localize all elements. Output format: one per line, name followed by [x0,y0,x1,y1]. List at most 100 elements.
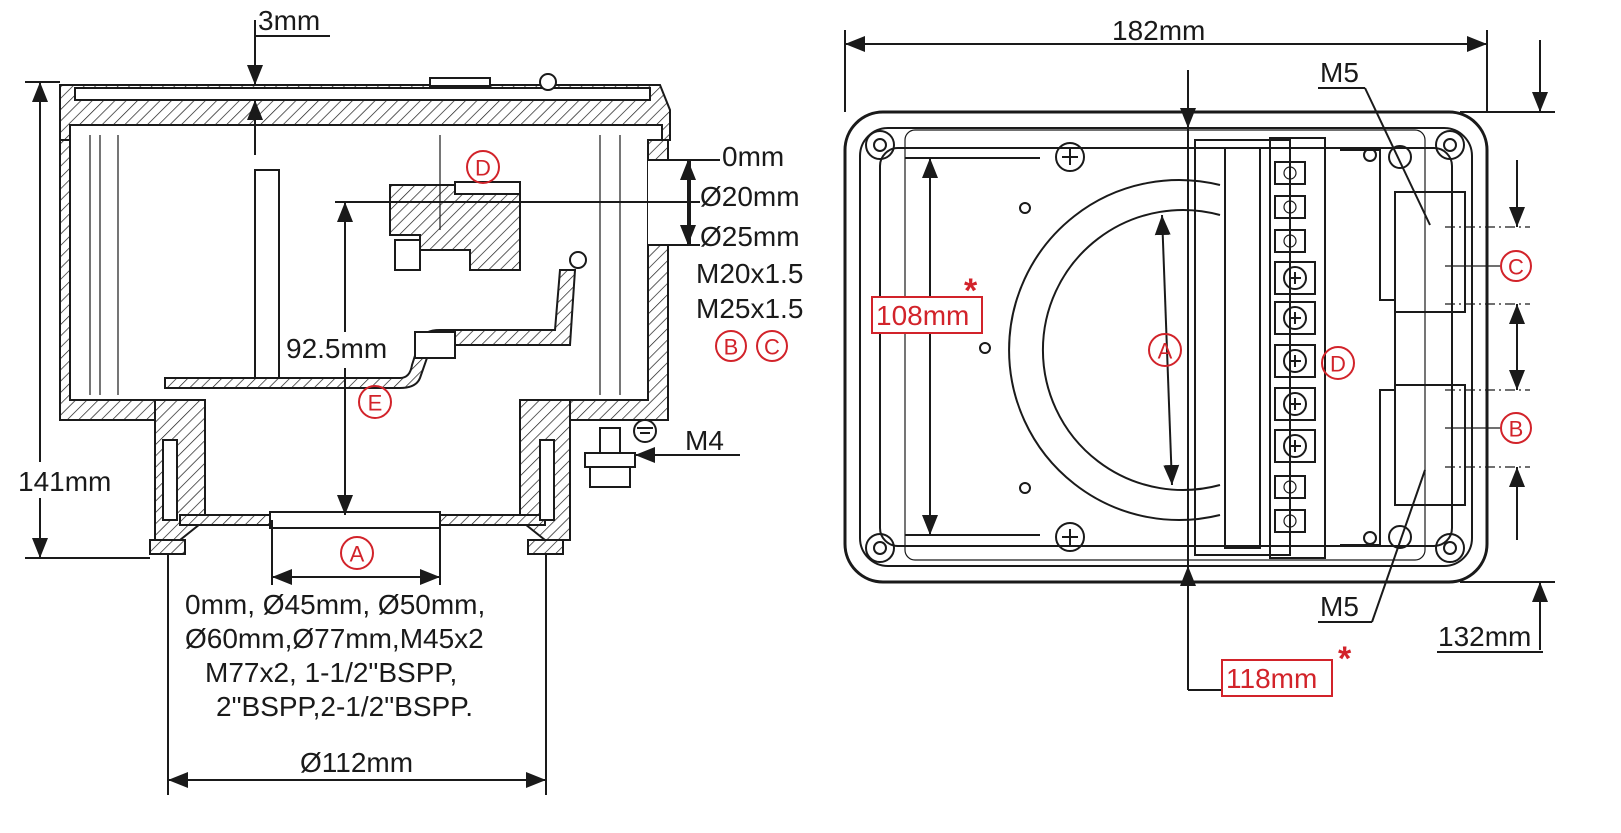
dim-141-bg [14,462,134,498]
corner-screw-tl-icon [865,130,895,160]
side-entry-b-slot [1394,384,1466,506]
plate-hole-3 [1019,482,1031,494]
mounting-plate [164,269,577,389]
side-entry-line-2: Ø20mm [700,181,800,212]
side-entry-line-1: 0mm [722,141,784,172]
terminal-4-icon [1274,387,1316,421]
side-view: 3mm 141mm 92.5mm 0mm Ø20mm Ø25mm M20x1.5… [14,5,803,795]
corner-screw-bl-icon [865,533,895,563]
lid-top-cap [74,87,651,101]
inner-depth-label: 92.5mm [286,333,387,364]
side-entry-c-slot [1394,191,1466,313]
ground-screw-head [589,466,631,488]
inner-offset-star: * [1338,640,1352,678]
bottom-entry-hole [269,511,441,529]
side-entry-line-3: Ø25mm [700,221,800,252]
din-rail-channel [1224,147,1261,549]
callout-a-side: A [340,536,374,570]
ground-screw-label: M4 [685,425,724,456]
svg-text:A: A [1158,339,1173,364]
svg-text:A: A [350,542,365,567]
svg-text:C: C [1508,255,1524,280]
terminal-foot [394,239,421,271]
inner-height-star: * [964,272,978,310]
callout-b-top: B [1500,412,1532,444]
ground-screw-washer [584,452,636,468]
ground-symbol-icon [633,419,657,443]
inner-offset-label: 118mm [1226,663,1317,694]
height-label: 141mm [18,466,111,497]
callout-d-top: D [1321,346,1355,380]
enclosure-cavity [904,129,1426,561]
bottom-entry-line-3: M77x2, 1-1/2"BSPP, [205,657,457,688]
width-label: 182mm [1112,15,1205,46]
callout-c-top: C [1500,250,1532,282]
ground-screw-shank [599,427,621,454]
inner-height-box [871,296,983,334]
terminal-3-icon [1274,344,1316,378]
callout-b-side: B [715,330,747,362]
bottom-entry-line-4: 2"BSPP,2-1/2"BSPP. [216,691,473,722]
bolt-left [162,439,178,521]
terminal-small-1-icon [1274,161,1306,185]
wall-thickness-label: 3mm [258,5,320,36]
nut-right [527,539,564,555]
mount-screw-bottom-label: M5 [1320,591,1359,622]
plate-screw-bottom-icon [1055,522,1085,552]
m5-top-leader [1364,87,1431,226]
svg-text:D: D [1330,352,1346,377]
plate-hole-1 [1019,202,1031,214]
terminal-2-icon [1274,301,1316,335]
terminal-small-5-icon [1274,509,1306,533]
inner-offset-box [1221,659,1333,697]
enclosure-flange [859,127,1473,567]
body-right-wall [519,139,669,421]
terminal-1-icon [1274,261,1316,295]
lid-latch [429,77,491,87]
svg-text:B: B [1509,417,1524,442]
corner-screw-tr-icon [1435,130,1465,160]
svg-text:C: C [764,335,780,360]
lid-pin [539,73,557,91]
plate-bracket [414,331,456,359]
callout-a-top: A [1148,333,1182,367]
terminal-small-3-icon [1274,229,1306,253]
enclosure-inner-wall [879,147,1453,547]
terminal-small-4-icon [1274,475,1306,499]
plate-screw [569,251,587,269]
inner-height-label: 108mm [876,300,969,331]
depth-label: 132mm [1438,621,1531,652]
svg-text:D: D [475,156,491,181]
entry-ring-outer [1008,179,1221,521]
terminal-small-2-icon [1274,195,1306,219]
callout-c-side: C [756,330,788,362]
dim-92-bg [282,332,402,368]
mount-hole-bottom-icon [1363,525,1412,549]
m5-bottom-leader [1371,469,1426,623]
mount-hole-top-icon [1363,145,1412,169]
body-left-wall [59,139,161,421]
rail-clip [454,181,521,195]
corner-screw-br-icon [1435,533,1465,563]
right-partition [1340,149,1396,546]
base-diameter-label: Ø112mm [300,747,413,778]
terminal-rail [389,184,521,271]
mount-screw-top-label: M5 [1320,57,1359,88]
bottom-entry-line-1: 0mm, Ø45mm, Ø50mm, [185,589,485,620]
svg-text:B: B [724,335,739,360]
inner-post [254,169,280,386]
dim-entry-a [1154,214,1180,486]
nut-left [149,539,186,555]
svg-text:E: E [368,391,383,416]
enclosure-outline [843,110,1489,584]
side-entry-line-4: M20x1.5 [696,258,803,289]
callout-e: E [358,385,392,419]
din-rail [1194,139,1291,556]
top-view: C B 182mm 132mm 108mm * 118mm * [843,15,1555,697]
entry-ring-inner [1042,209,1221,491]
callout-d-side: D [466,150,500,184]
plate-screw-top-icon [1055,142,1085,172]
bolt-right [539,439,555,521]
plate-hole-2 [979,342,991,354]
